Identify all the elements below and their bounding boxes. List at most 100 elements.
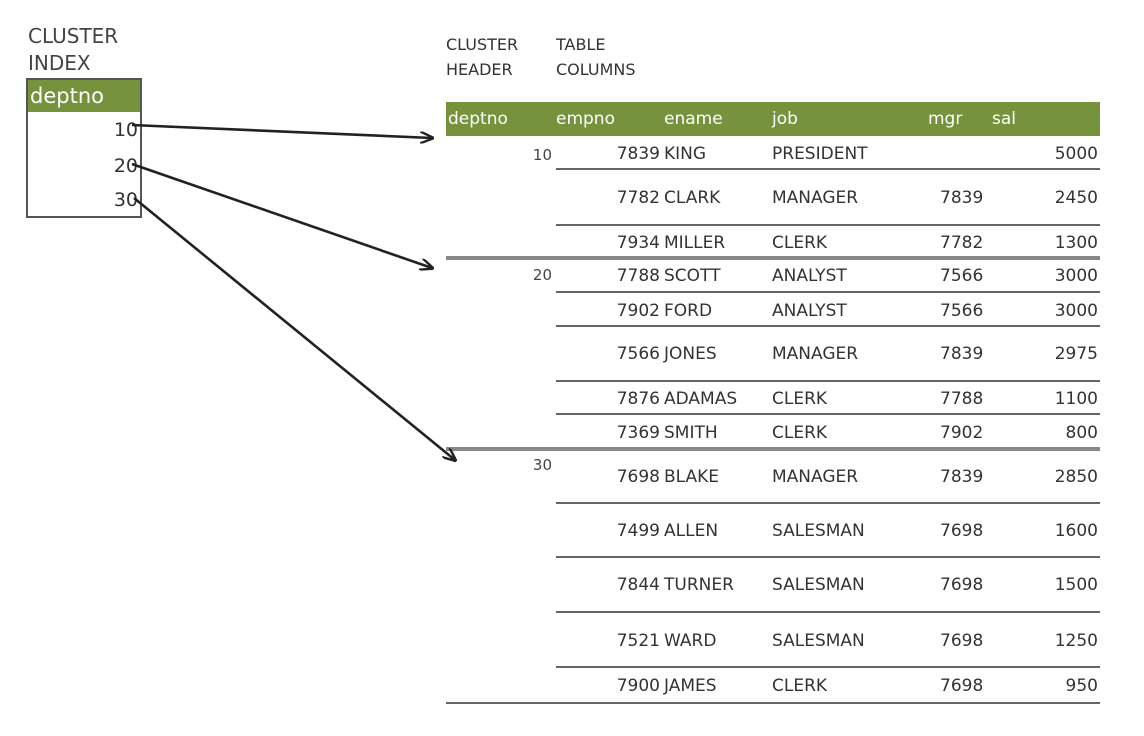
arrow-30 [133,196,455,460]
cell-sal: 1500 [1054,575,1098,595]
cell-sal: 950 [1065,676,1098,696]
cell-mgr: 7839 [940,188,984,208]
cell-empno: 7902 [616,301,660,321]
group-divider [446,447,1100,451]
table-bottom-rule [446,702,1100,704]
cell-mgr: 7566 [940,301,984,321]
cell-mgr: 7788 [940,389,984,409]
cell-mgr: 7902 [940,423,984,443]
header-job: job [772,109,798,129]
cell-sal: 800 [1065,423,1098,443]
cell-sal: 3000 [1054,266,1098,286]
row-divider [556,611,1100,613]
row-divider [556,291,1100,293]
row-divider [556,413,1100,415]
cluster-header-title-line2: HEADER [446,60,513,79]
group-deptno-20: 20 [532,266,552,284]
cell-ename: ALLEN [664,521,719,541]
cell-mgr: 7782 [940,233,984,253]
header-deptno: deptno [448,109,508,129]
cell-empno: 7788 [616,266,660,286]
header-empno: empno [556,109,615,129]
table-header-bar [446,102,1100,136]
cell-sal: 1100 [1054,389,1098,409]
cell-empno: 7369 [616,423,660,443]
cluster-index-values: 10 20 30 [28,116,138,216]
cluster-index-title-line1: CLUSTER [28,24,119,48]
arrow-20 [131,162,432,268]
cell-ename: TURNER [664,575,734,595]
cell-job: CLERK [772,676,828,696]
cluster-index-box [26,78,142,218]
cell-sal: 2975 [1054,344,1098,364]
cell-sal: 1250 [1054,631,1098,651]
row-divider [556,325,1100,327]
cell-job: ANALYST [772,301,847,321]
cell-sal: 1300 [1054,233,1098,253]
cell-ename: KING [664,144,707,164]
cluster-index-title-line2: INDEX [28,51,91,75]
cell-job: CLERK [772,233,828,253]
header-sal: sal [992,109,1016,129]
index-value-30: 30 [113,189,138,211]
cell-ename: FORD [664,301,713,321]
cell-mgr: 7839 [940,344,984,364]
cell-mgr: 7566 [940,266,984,286]
cell-ename: WARD [664,631,717,651]
cell-job: PRESIDENT [772,144,868,164]
cell-empno: 7844 [616,575,660,595]
cell-job: ANALYST [772,266,847,286]
cell-job: MANAGER [772,344,859,364]
cluster-header-title-line1: CLUSTER [446,35,519,54]
index-value-20: 20 [113,155,138,177]
arrow-10 [131,123,432,138]
table-columns-title-line1: TABLE [556,35,606,54]
cell-ename: SCOTT [664,266,721,286]
row-divider [556,666,1100,668]
row-divider [556,168,1100,170]
cell-job: MANAGER [772,188,859,208]
cell-empno: 7900 [616,676,660,696]
cell-job: MANAGER [772,467,859,487]
cell-empno: 7839 [616,144,660,164]
cell-ename: BLAKE [664,467,720,487]
cluster-index-header: deptno [28,80,140,112]
cell-ename: JAMES [664,676,717,696]
cell-job: SALESMAN [772,575,865,595]
cell-sal: 2450 [1054,188,1098,208]
group-deptno-30: 30 [532,456,552,474]
cell-sal: 5000 [1054,144,1098,164]
cell-job: CLERK [772,423,828,443]
cell-job: SALESMAN [772,631,865,651]
cell-empno: 7499 [616,521,660,541]
cell-empno: 7782 [616,188,660,208]
row-divider [556,380,1100,382]
cell-mgr: 7698 [940,575,984,595]
cell-mgr: 7839 [940,467,984,487]
header-ename: ename [664,109,723,129]
cell-empno: 7566 [616,344,660,364]
cell-ename: MILLER [664,233,726,253]
index-value-10: 10 [113,119,138,141]
cell-ename: SMITH [664,423,718,443]
group-divider [446,256,1100,260]
cell-sal: 1600 [1054,521,1098,541]
cell-empno: 7934 [616,233,660,253]
group-deptno-10: 10 [532,146,552,164]
cell-ename: JONES [664,344,717,364]
row-divider [556,502,1100,504]
row-divider [556,224,1100,226]
cell-sal: 3000 [1054,301,1098,321]
header-mgr: mgr [928,109,963,129]
cell-job: CLERK [772,389,828,409]
cell-ename: CLARK [664,188,721,208]
cell-ename: ADAMAS [664,389,738,409]
cell-empno: 7521 [616,631,660,651]
cell-mgr: 7698 [940,521,984,541]
cell-sal: 2850 [1054,467,1098,487]
table-columns-title-line2: COLUMNS [556,60,636,79]
cell-empno: 7698 [616,467,660,487]
row-divider [556,556,1100,558]
cell-mgr: 7698 [940,676,984,696]
